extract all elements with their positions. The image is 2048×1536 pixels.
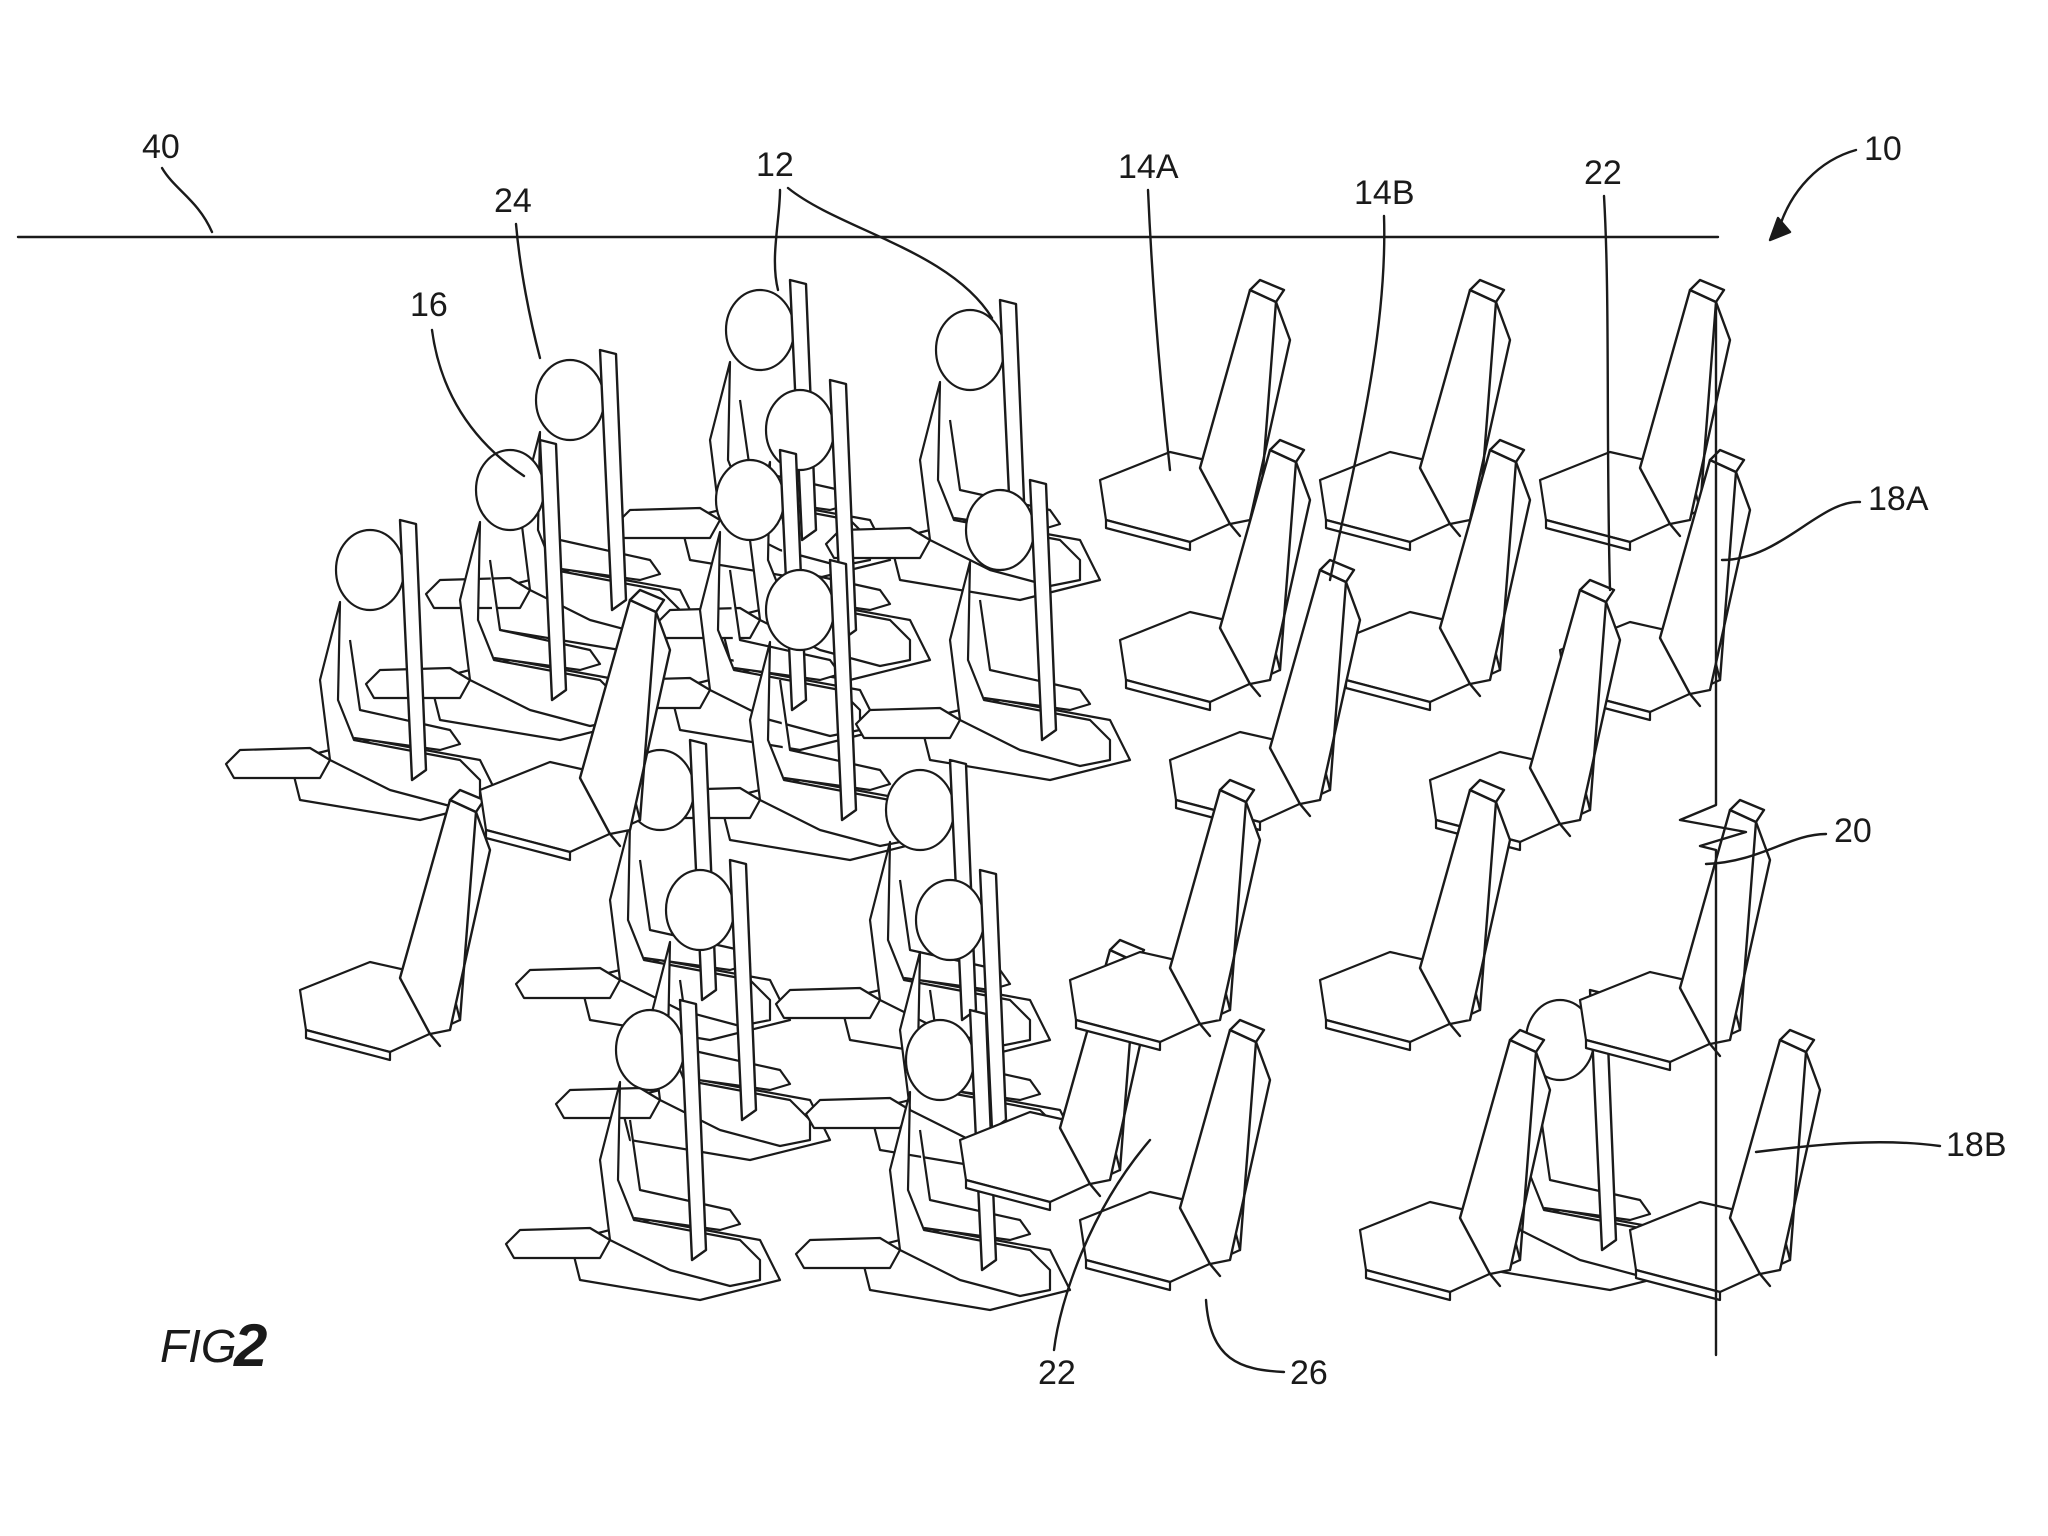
reference-12: 12 — [756, 146, 994, 320]
reference-40: 40 — [142, 128, 214, 234]
reference-16: 16 — [410, 286, 526, 478]
reference-label-10: 10 — [1864, 130, 1902, 168]
reference-24: 24 — [494, 182, 542, 360]
reference-18B: 18B — [1754, 1126, 2007, 1164]
reference-10: 10 — [1768, 130, 1902, 242]
figure-caption-number: 2 — [233, 1312, 267, 1379]
reference-label-18B: 18B — [1946, 1126, 2007, 1164]
reference-label-22-bottom: 22 — [1038, 1354, 1076, 1392]
reference-label-22-top: 22 — [1584, 154, 1622, 192]
reference-14A: 14A — [1118, 148, 1179, 472]
empty-seat — [298, 788, 492, 1062]
reference-label-26: 26 — [1290, 1354, 1328, 1392]
empty-seat-grid — [1068, 278, 1822, 1302]
cabin-wall-edge — [1678, 303, 1748, 1357]
reference-18A: 18A — [1720, 480, 1929, 562]
reference-26: 26 — [1204, 1298, 1328, 1392]
empty-seat — [1578, 798, 1772, 1072]
reference-label-18A: 18A — [1868, 480, 1929, 518]
figure-caption-prefix: FIG. — [160, 1320, 249, 1372]
reference-label-14A: 14A — [1118, 148, 1179, 186]
reference-label-16: 16 — [410, 286, 448, 324]
figure-caption: FIG. 2 — [160, 1312, 267, 1379]
empty-seat — [1068, 778, 1262, 1052]
reference-20: 20 — [1704, 812, 1872, 866]
reference-label-40: 40 — [142, 128, 180, 166]
empty-seat — [1318, 778, 1512, 1052]
empty-seat — [1628, 1028, 1822, 1302]
reference-14B: 14B — [1328, 174, 1415, 582]
reference-label-12: 12 — [756, 146, 794, 184]
reference-22-bottom: 22 — [1038, 1138, 1152, 1392]
reference-label-20: 20 — [1834, 812, 1872, 850]
reference-label-14B: 14B — [1354, 174, 1415, 212]
reference-label-24: 24 — [494, 182, 532, 220]
occupied-seat — [226, 520, 500, 820]
reference-22-top: 22 — [1584, 154, 1622, 592]
occupied-seat — [826, 300, 1100, 600]
